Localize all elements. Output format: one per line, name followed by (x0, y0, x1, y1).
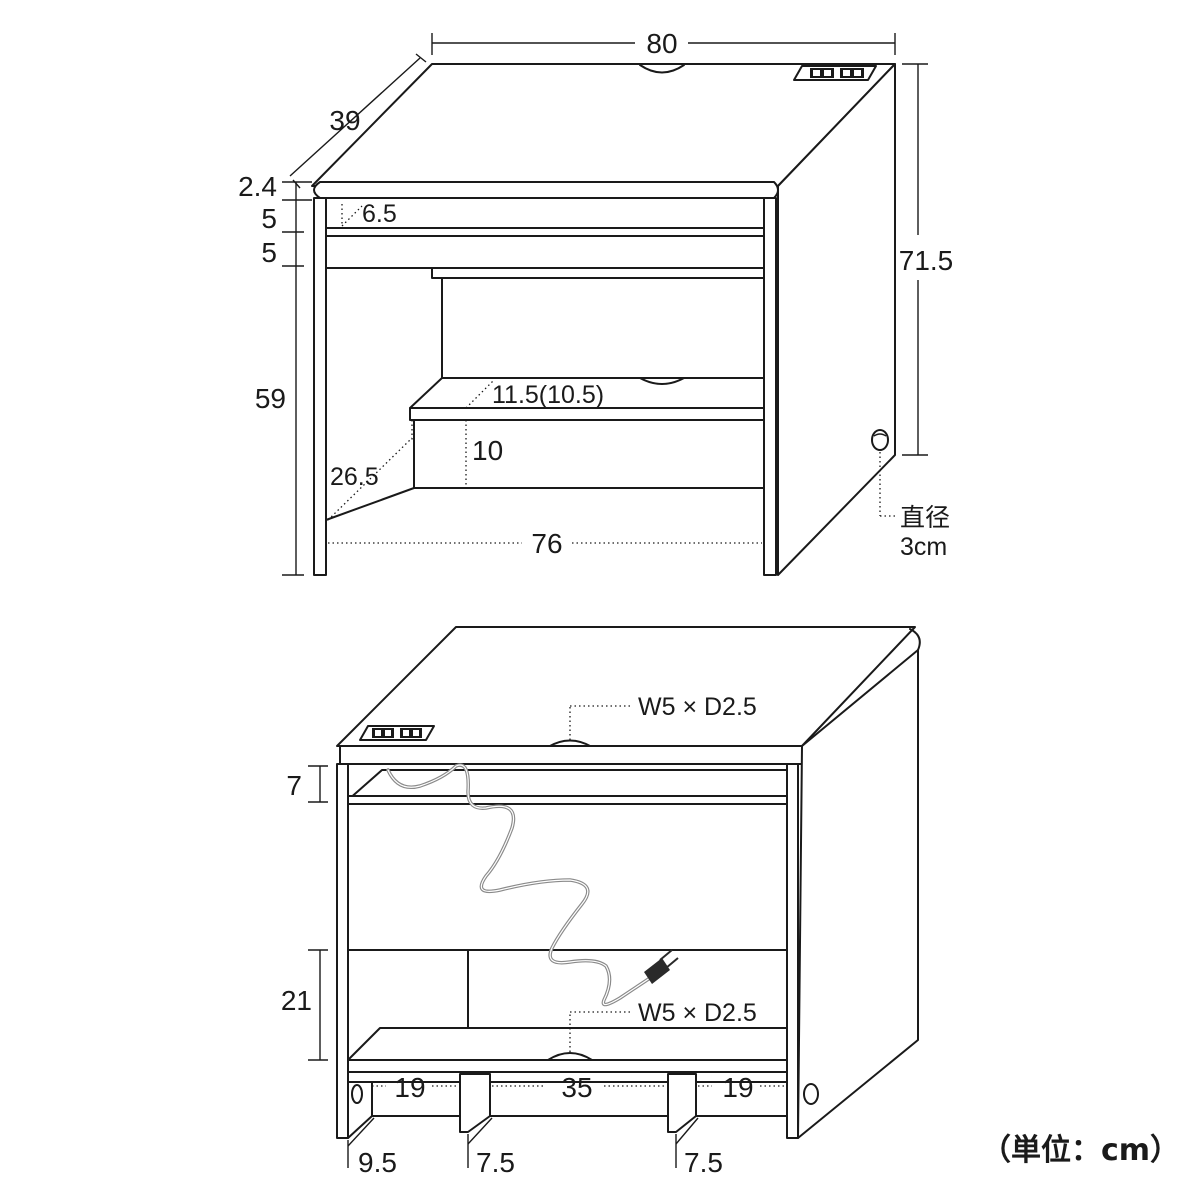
back-left-cable-hole-icon (351, 1084, 363, 1104)
apron-dimension-1: 5 (261, 203, 277, 234)
front-view-drawing: 80 39 2.4 5 5 59 6.5 71.5 11.5(10.5) 10 (238, 28, 954, 576)
base-foot-middle-right (667, 1073, 697, 1133)
top-thickness-dimension: 2.4 (238, 171, 277, 202)
shelf-base (413, 419, 765, 489)
total-height-dimension: 71.5 (899, 245, 954, 276)
top-notch-size-label: W5 × D2.5 (638, 693, 757, 721)
side-depth-dimension: 26.5 (330, 463, 379, 491)
outlet-icon (793, 65, 877, 81)
right-leg (763, 197, 777, 576)
back-panel-upper (347, 803, 788, 951)
power-cord-icon (386, 763, 679, 1007)
drawer-front (325, 227, 765, 269)
apron-dimension-2: 5 (261, 237, 277, 268)
unit-label: （単位：cm） (981, 1133, 1180, 1168)
lower-shelf-front (409, 407, 765, 421)
hole-diameter-label: 直径 (900, 503, 950, 532)
span-right-dimension: 19 (722, 1072, 753, 1103)
step-depth-dimension: 11.5(10.5) (492, 381, 604, 409)
leg-height-dimension: 59 (255, 383, 286, 414)
foot-middle-dimension: 7.5 (476, 1147, 515, 1178)
span-center-dimension: 35 (561, 1072, 592, 1103)
back-left-side-panel (336, 763, 349, 1139)
upper-gap-dimension: 7 (286, 770, 302, 801)
hole-size-label: 3cm (900, 533, 947, 561)
width-dimension: 80 (646, 28, 677, 59)
drawer-rail (431, 267, 765, 279)
step-height-dimension: 10 (472, 435, 503, 466)
desk-top-front-edge (313, 181, 779, 199)
back-right-cable-hole-icon (803, 1083, 819, 1105)
drawer-depth-dimension: 6.5 (362, 200, 397, 228)
right-side-panel (777, 63, 896, 576)
back-view-drawing: W5 × D2.5 W5 × D2.5 7 21 19 35 19 9.5 7.… (281, 626, 921, 1178)
lower-height-dimension: 21 (281, 985, 312, 1016)
base-foot-middle-left (459, 1073, 491, 1133)
top-cable-notch (639, 64, 685, 74)
inner-width-dimension: 76 (531, 528, 562, 559)
bottom-notch-size-label: W5 × D2.5 (638, 999, 757, 1027)
left-leg (313, 197, 327, 576)
back-outlet-icon (359, 725, 435, 741)
foot-left-dimension: 9.5 (358, 1147, 397, 1178)
back-right-side-panel (797, 649, 919, 1139)
span-left-dimension: 19 (394, 1072, 425, 1103)
depth-dimension: 39 (329, 105, 360, 136)
cable-hole-icon (871, 429, 889, 451)
back-panel (441, 277, 765, 379)
foot-right-dimension: 7.5 (684, 1147, 723, 1178)
